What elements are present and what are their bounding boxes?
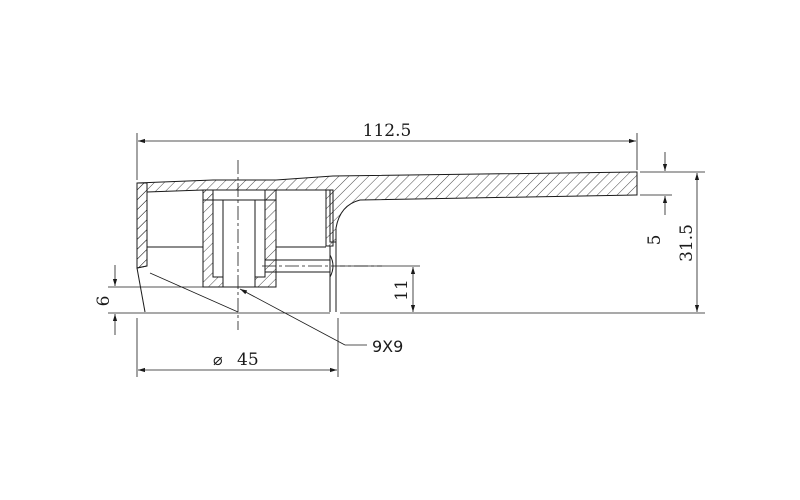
dim-diameter: ⌀ 45	[136, 318, 339, 377]
total-height-label: 31.5	[677, 224, 697, 262]
dim-total-height: 31.5	[340, 173, 705, 314]
overall-length-label: 112.5	[363, 121, 412, 141]
bore-label: 9X9	[372, 337, 403, 356]
tip-thickness-label: 5	[645, 235, 665, 246]
diameter-label: 45	[237, 350, 259, 370]
hub-left-wall	[202, 189, 224, 288]
dim-tip-thickness: 5	[640, 152, 705, 245]
dim-screw-height: 11	[340, 265, 420, 312]
dim-bottom-offset: 6	[94, 265, 330, 335]
screw-height-label: 11	[392, 279, 412, 301]
leader-bore: 9X9	[149, 272, 403, 356]
knob-outline	[136, 183, 337, 313]
bottom-offset-label: 6	[94, 296, 114, 307]
knob-section	[136, 171, 638, 288]
right-rib-section	[325, 189, 334, 247]
diameter-symbol: ⌀	[213, 350, 223, 369]
left-wall-section	[136, 182, 148, 269]
dim-overall-length: 112.5	[136, 121, 638, 180]
